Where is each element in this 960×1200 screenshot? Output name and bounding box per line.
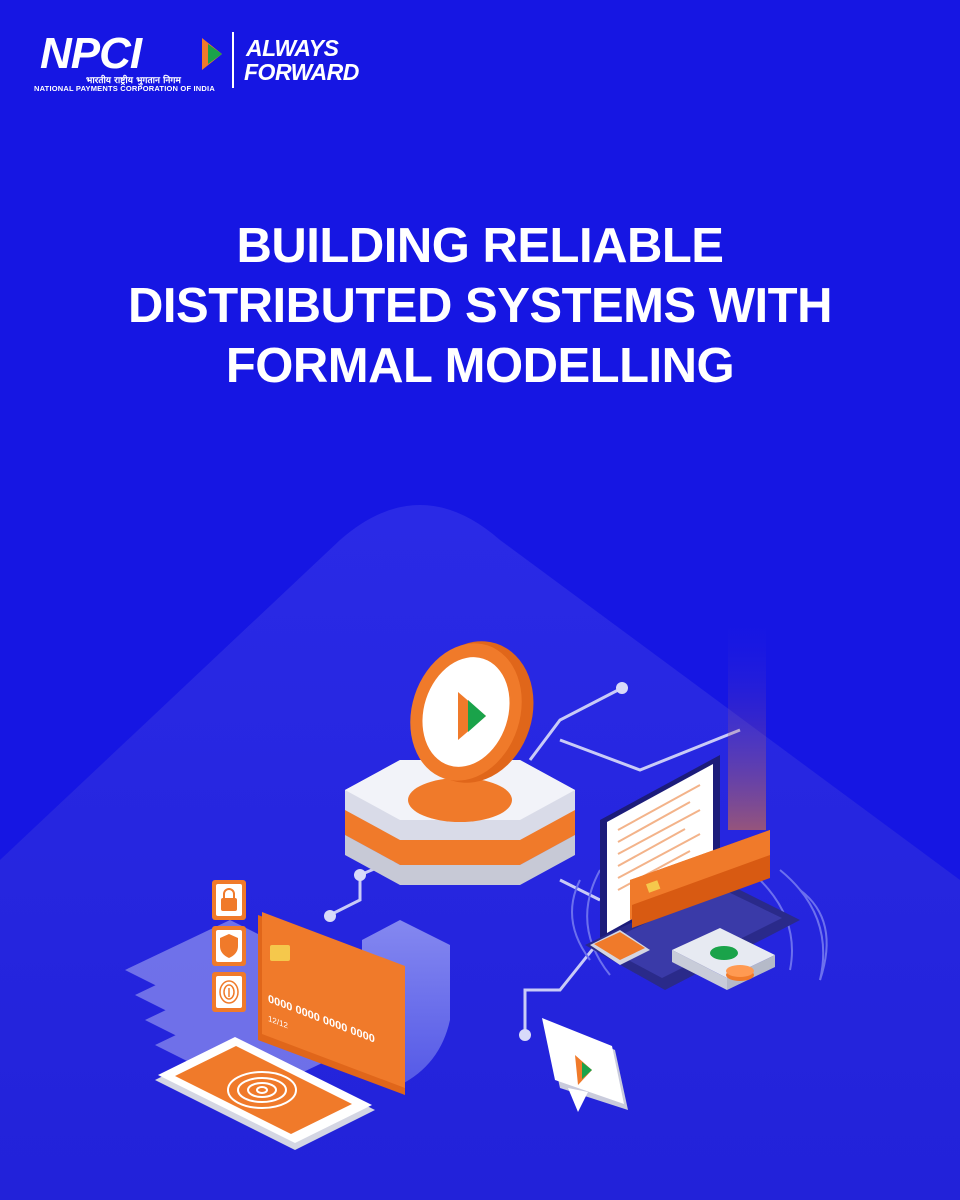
lock-icon bbox=[221, 888, 237, 911]
fingerprint-small-icon bbox=[219, 980, 239, 1004]
tagline-always: ALWAYS bbox=[246, 35, 339, 61]
headline-line-3: FORMAL MODELLING bbox=[225, 339, 735, 393]
tagline-forward: FORWARD bbox=[244, 59, 359, 85]
phone-fingerprint bbox=[155, 1037, 375, 1150]
headline-line-2: DISTRIBUTED SYSTEMS WITH bbox=[128, 279, 832, 333]
light-beam bbox=[728, 620, 766, 830]
card-chip bbox=[270, 945, 290, 961]
npci-flag-icon bbox=[202, 38, 222, 70]
npci-full-name: NATIONAL PAYMENTS CORPORATION OF INDIA bbox=[34, 84, 215, 93]
headline: BUILDING RELIABLE DISTRIBUTED SYSTEMS WI… bbox=[60, 216, 900, 396]
npci-wordmark: NPCI bbox=[40, 29, 142, 78]
npci-hindi-name: भारतीय राष्ट्रीय भुगतान निगम bbox=[86, 76, 181, 86]
mini-shield-icon bbox=[220, 934, 238, 958]
headline-line-1: BUILDING RELIABLE bbox=[236, 219, 724, 273]
laptop-screen-text bbox=[617, 784, 701, 891]
upi-coin-icon bbox=[410, 641, 534, 783]
connector-nodes bbox=[324, 682, 628, 1041]
credit-card-icon: 0000 0000 0000 0000 12/12 bbox=[258, 912, 405, 1095]
npci-logo: NPCI भारतीय राष्ट्रीय भुगतान निगम NATION… bbox=[34, 29, 364, 93]
cash-icon bbox=[672, 928, 775, 990]
logo-divider bbox=[232, 32, 234, 88]
security-tiles bbox=[212, 880, 246, 1012]
platform bbox=[345, 760, 575, 885]
phone-icon bbox=[590, 930, 650, 965]
chat-bubble-icon bbox=[542, 1018, 628, 1112]
fingerprint-icon bbox=[227, 1071, 297, 1109]
laptop-credit-card bbox=[630, 830, 770, 928]
